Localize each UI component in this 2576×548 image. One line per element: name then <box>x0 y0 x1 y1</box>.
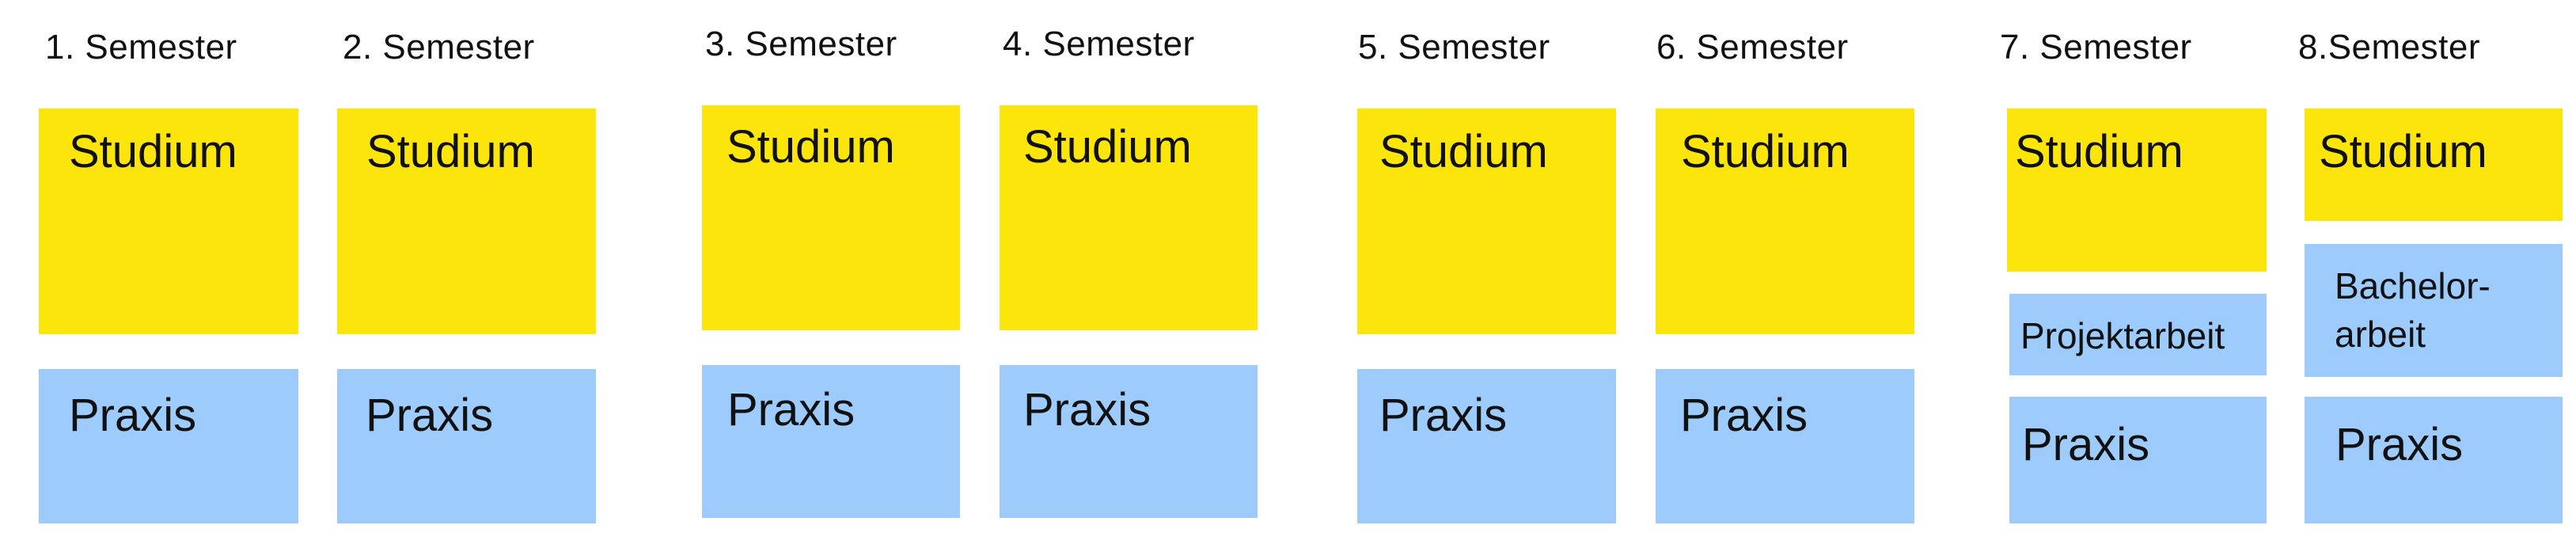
studium-label-7: Studium <box>2015 126 2183 177</box>
praxis-label-4: Praxis <box>1023 384 1151 436</box>
studium-note-8: Studium <box>2305 108 2563 221</box>
studium-note-4: Studium <box>1000 105 1258 330</box>
project-note-7: Projektarbeit <box>2009 294 2267 375</box>
semester-title-1: 1. Semester <box>45 28 237 67</box>
studium-label-8: Studium <box>2319 126 2487 177</box>
studium-note-1: Studium <box>39 108 298 334</box>
semester-title-5: 5. Semester <box>1358 28 1550 67</box>
praxis-note-3: Praxis <box>702 365 960 518</box>
praxis-label-6: Praxis <box>1680 390 1808 441</box>
praxis-label-1: Praxis <box>69 390 197 441</box>
semester-title-8: 8.Semester <box>2298 28 2480 67</box>
praxis-note-2: Praxis <box>337 369 596 523</box>
praxis-note-1: Praxis <box>39 369 298 523</box>
praxis-label-5: Praxis <box>1379 390 1508 441</box>
praxis-note-6: Praxis <box>1656 369 1914 523</box>
semester-title-2: 2. Semester <box>343 28 535 67</box>
praxis-label-8: Praxis <box>2335 419 2464 470</box>
studium-label-5: Studium <box>1379 126 1548 177</box>
praxis-label-2: Praxis <box>366 390 494 441</box>
studium-note-3: Studium <box>702 105 960 330</box>
studium-label-6: Studium <box>1681 126 1849 177</box>
praxis-note-7: Praxis <box>2009 397 2267 523</box>
studium-note-6: Studium <box>1656 108 1914 334</box>
semester-title-7: 7. Semester <box>2000 28 2192 67</box>
project-label-7: Projektarbeit <box>2020 315 2225 356</box>
studium-label-2: Studium <box>366 126 535 177</box>
praxis-label-7: Praxis <box>2022 419 2150 470</box>
studium-note-7: Studium <box>2007 108 2267 272</box>
studium-label-4: Studium <box>1023 121 1192 173</box>
thesis-label-line1-8: Bachelor- <box>2335 265 2491 306</box>
praxis-label-3: Praxis <box>727 384 856 436</box>
semester-title-4: 4. Semester <box>1003 25 1195 63</box>
praxis-note-5: Praxis <box>1357 369 1616 523</box>
studium-label-3: Studium <box>727 121 895 173</box>
thesis-note-8: Bachelor- arbeit <box>2305 244 2563 377</box>
studium-label-1: Studium <box>69 126 237 177</box>
praxis-note-8: Praxis <box>2305 397 2563 523</box>
praxis-note-4: Praxis <box>1000 365 1258 518</box>
studium-note-2: Studium <box>337 108 596 334</box>
studium-note-5: Studium <box>1357 108 1616 334</box>
semester-title-3: 3. Semester <box>705 25 897 63</box>
semester-title-6: 6. Semester <box>1656 28 1849 67</box>
thesis-label-line2-8: arbeit <box>2335 314 2426 355</box>
